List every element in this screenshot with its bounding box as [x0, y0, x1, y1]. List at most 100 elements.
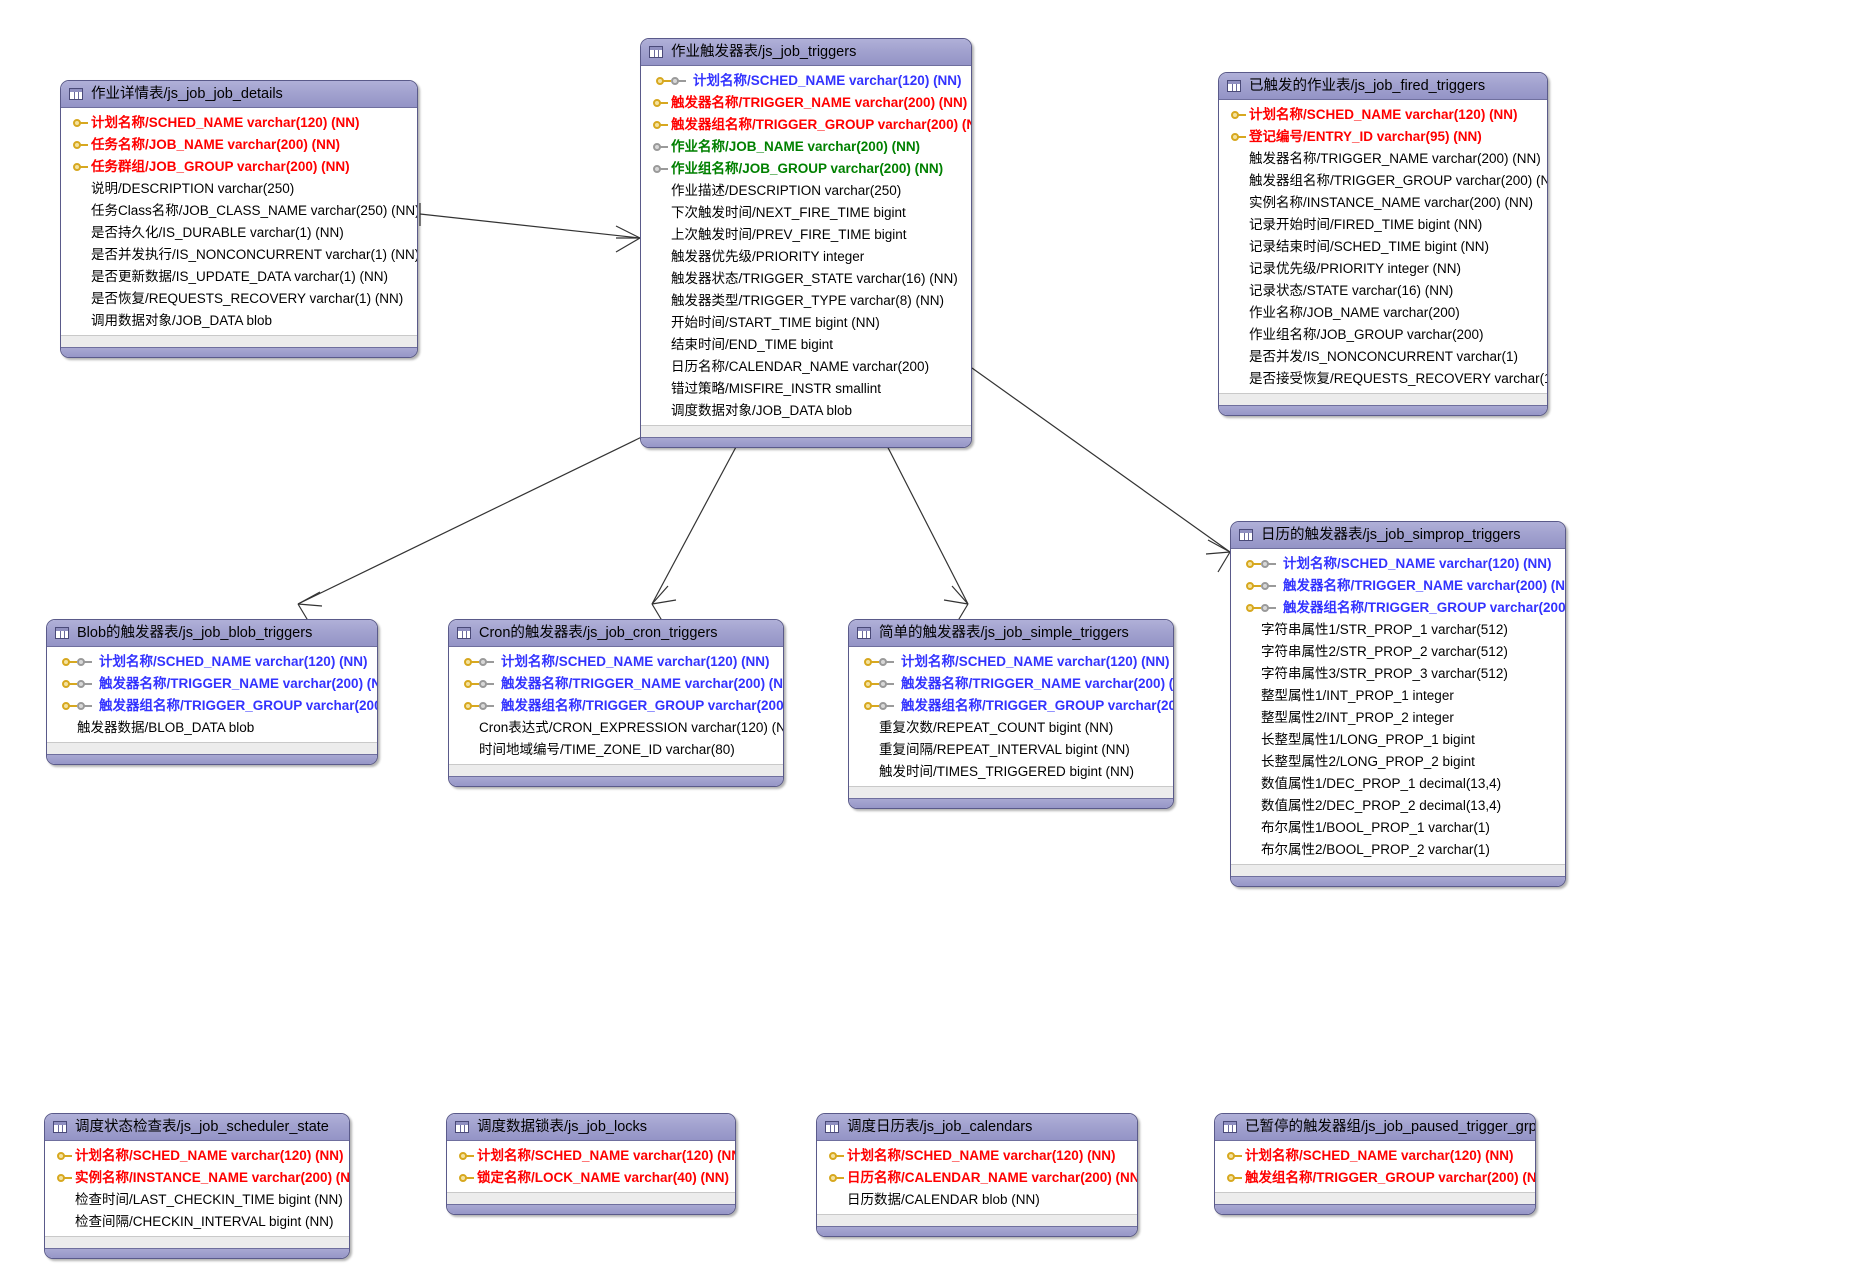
attribute-row[interactable]: 触发器名称/TRIGGER_NAME varchar(200) (NN) — [449, 673, 783, 695]
attribute-row[interactable]: 计划名称/SCHED_NAME varchar(120) (NN) — [849, 651, 1173, 673]
attribute-row[interactable]: 记录优先级/PRIORITY integer (NN) — [1219, 258, 1547, 280]
attribute-row[interactable]: 实例名称/INSTANCE_NAME varchar(200) (NN) — [45, 1167, 349, 1189]
attribute-row[interactable]: 计划名称/SCHED_NAME varchar(120) (NN) — [1215, 1145, 1535, 1167]
attribute-row[interactable]: 触发组名称/TRIGGER_GROUP varchar(200) (NN) — [1215, 1167, 1535, 1189]
attribute-row[interactable]: 触发器数据/BLOB_DATA blob — [47, 717, 377, 739]
attribute-row[interactable]: 实例名称/INSTANCE_NAME varchar(200) (NN) — [1219, 192, 1547, 214]
entity-cron_triggers[interactable]: Cron的触发器表/js_job_cron_triggers 计划名称/SCHED… — [448, 619, 784, 787]
attribute-row[interactable]: 记录结束时间/SCHED_TIME bigint (NN) — [1219, 236, 1547, 258]
entity-fired_triggers[interactable]: 已触发的作业表/js_job_fired_triggers 计划名称/SCHED_… — [1218, 72, 1548, 416]
attribute-row[interactable]: 触发器组名称/TRIGGER_GROUP varchar(200) (NN) — [449, 695, 783, 717]
attribute-row[interactable]: 结束时间/END_TIME bigint — [641, 334, 971, 356]
attribute-row[interactable]: 是否并发/IS_NONCONCURRENT varchar(1) — [1219, 346, 1547, 368]
attribute-row[interactable]: 字符串属性2/STR_PROP_2 varchar(512) — [1231, 641, 1565, 663]
attribute-row[interactable]: 作业组名称/JOB_GROUP varchar(200) — [1219, 324, 1547, 346]
attribute-row[interactable]: 计划名称/SCHED_NAME varchar(120) (NN) — [817, 1145, 1137, 1167]
attribute-row[interactable]: 是否更新数据/IS_UPDATE_DATA varchar(1) (NN) — [61, 266, 417, 288]
attribute-row[interactable]: 下次触发时间/NEXT_FIRE_TIME bigint — [641, 202, 971, 224]
attribute-row[interactable]: 触发时间/TIMES_TRIGGERED bigint (NN) — [849, 761, 1173, 783]
attribute-row[interactable]: 日历名称/CALENDAR_NAME varchar(200) (NN) — [817, 1167, 1137, 1189]
attribute-row[interactable]: 作业组名称/JOB_GROUP varchar(200) (NN) — [641, 158, 971, 180]
entity-header-blob_triggers[interactable]: Blob的触发器表/js_job_blob_triggers — [47, 620, 377, 647]
attribute-row[interactable]: 数值属性1/DEC_PROP_1 decimal(13,4) — [1231, 773, 1565, 795]
entity-locks[interactable]: 调度数据锁表/js_job_locks 计划名称/SCHED_NAME varch… — [446, 1113, 736, 1215]
attribute-row[interactable]: 计划名称/SCHED_NAME varchar(120) (NN) — [47, 651, 377, 673]
attribute-row[interactable]: 开始时间/START_TIME bigint (NN) — [641, 312, 971, 334]
entity-header-job_details[interactable]: 作业详情表/js_job_job_details — [61, 81, 417, 108]
entity-simprop_triggers[interactable]: 日历的触发器表/js_job_simprop_triggers 计划名称/SCHE… — [1230, 521, 1566, 887]
attribute-row[interactable]: 长整型属性2/LONG_PROP_2 bigint — [1231, 751, 1565, 773]
attribute-row[interactable]: 日历数据/CALENDAR blob (NN) — [817, 1189, 1137, 1211]
attribute-row[interactable]: 布尔属性1/BOOL_PROP_1 varchar(1) — [1231, 817, 1565, 839]
attribute-row[interactable]: 计划名称/SCHED_NAME varchar(120) (NN) — [641, 70, 971, 92]
attribute-row[interactable]: 作业描述/DESCRIPTION varchar(250) — [641, 180, 971, 202]
attribute-row[interactable]: 任务Class名称/JOB_CLASS_NAME varchar(250) (N… — [61, 200, 417, 222]
attribute-row[interactable]: 记录开始时间/FIRED_TIME bigint (NN) — [1219, 214, 1547, 236]
attribute-row[interactable]: 触发器类型/TRIGGER_TYPE varchar(8) (NN) — [641, 290, 971, 312]
attribute-row[interactable]: 重复次数/REPEAT_COUNT bigint (NN) — [849, 717, 1173, 739]
attribute-row[interactable]: 时间地域编号/TIME_ZONE_ID varchar(80) — [449, 739, 783, 761]
entity-job_details[interactable]: 作业详情表/js_job_job_details 计划名称/SCHED_NAME … — [60, 80, 418, 358]
entity-paused_trigger_grps[interactable]: 已暂停的触发器组/js_job_paused_trigger_grps 计划名称/… — [1214, 1113, 1536, 1215]
attribute-row[interactable]: 上次触发时间/PREV_FIRE_TIME bigint — [641, 224, 971, 246]
entity-header-cron_triggers[interactable]: Cron的触发器表/js_job_cron_triggers — [449, 620, 783, 647]
entity-scheduler_state[interactable]: 调度状态检查表/js_job_scheduler_state 计划名称/SCHED… — [44, 1113, 350, 1259]
entity-simple_triggers[interactable]: 简单的触发器表/js_job_simple_triggers 计划名称/SCHED… — [848, 619, 1174, 809]
attribute-row[interactable]: 长整型属性1/LONG_PROP_1 bigint — [1231, 729, 1565, 751]
entity-blob_triggers[interactable]: Blob的触发器表/js_job_blob_triggers 计划名称/SCHED… — [46, 619, 378, 765]
entity-header-simple_triggers[interactable]: 简单的触发器表/js_job_simple_triggers — [849, 620, 1173, 647]
attribute-row[interactable]: 日历名称/CALENDAR_NAME varchar(200) — [641, 356, 971, 378]
attribute-row[interactable]: 触发器组名称/TRIGGER_GROUP varchar(200) (NN) — [849, 695, 1173, 717]
attribute-row[interactable]: 触发器组名称/TRIGGER_GROUP varchar(200) (NN) — [47, 695, 377, 717]
attribute-row[interactable]: 布尔属性2/BOOL_PROP_2 varchar(1) — [1231, 839, 1565, 861]
attribute-row[interactable]: 检查间隔/CHECKIN_INTERVAL bigint (NN) — [45, 1211, 349, 1233]
attribute-row[interactable]: 触发器名称/TRIGGER_NAME varchar(200) (NN) — [47, 673, 377, 695]
attribute-row[interactable]: 触发器组名称/TRIGGER_GROUP varchar(200) (NN) — [641, 114, 971, 136]
attribute-row[interactable]: 整型属性2/INT_PROP_2 integer — [1231, 707, 1565, 729]
attribute-row[interactable]: 触发器状态/TRIGGER_STATE varchar(16) (NN) — [641, 268, 971, 290]
attribute-row[interactable]: 触发器名称/TRIGGER_NAME varchar(200) (NN) — [641, 92, 971, 114]
attribute-row[interactable]: 触发器名称/TRIGGER_NAME varchar(200) (NN) — [849, 673, 1173, 695]
attribute-row[interactable]: 触发器名称/TRIGGER_NAME varchar(200) (NN) — [1219, 148, 1547, 170]
entity-header-scheduler_state[interactable]: 调度状态检查表/js_job_scheduler_state — [45, 1114, 349, 1141]
attribute-row[interactable]: 触发器组名称/TRIGGER_GROUP varchar(200) (NN) — [1231, 597, 1565, 619]
attribute-row[interactable]: 计划名称/SCHED_NAME varchar(120) (NN) — [1231, 553, 1565, 575]
entity-calendars[interactable]: 调度日历表/js_job_calendars 计划名称/SCHED_NAME va… — [816, 1113, 1138, 1237]
attribute-row[interactable]: 是否接受恢复/REQUESTS_RECOVERY varchar(1) — [1219, 368, 1547, 390]
attribute-row[interactable]: 计划名称/SCHED_NAME varchar(120) (NN) — [1219, 104, 1547, 126]
attribute-row[interactable]: Cron表达式/CRON_EXPRESSION varchar(120) (NN… — [449, 717, 783, 739]
attribute-row[interactable]: 作业名称/JOB_NAME varchar(200) — [1219, 302, 1547, 324]
attribute-row[interactable]: 任务名称/JOB_NAME varchar(200) (NN) — [61, 134, 417, 156]
attribute-row[interactable]: 是否并发执行/IS_NONCONCURRENT varchar(1) (NN) — [61, 244, 417, 266]
attribute-row[interactable]: 计划名称/SCHED_NAME varchar(120) (NN) — [45, 1145, 349, 1167]
attribute-row[interactable]: 记录状态/STATE varchar(16) (NN) — [1219, 280, 1547, 302]
attribute-row[interactable]: 数值属性2/DEC_PROP_2 decimal(13,4) — [1231, 795, 1565, 817]
attribute-row[interactable]: 错过策略/MISFIRE_INSTR smallint — [641, 378, 971, 400]
attribute-row[interactable]: 触发器优先级/PRIORITY integer — [641, 246, 971, 268]
attribute-row[interactable]: 触发器组名称/TRIGGER_GROUP varchar(200) (NN) — [1219, 170, 1547, 192]
attribute-row[interactable]: 计划名称/SCHED_NAME varchar(120) (NN) — [61, 112, 417, 134]
attribute-row[interactable]: 整型属性1/INT_PROP_1 integer — [1231, 685, 1565, 707]
attribute-row[interactable]: 调用数据对象/JOB_DATA blob — [61, 310, 417, 332]
entity-header-calendars[interactable]: 调度日历表/js_job_calendars — [817, 1114, 1137, 1141]
entity-header-job_triggers[interactable]: 作业触发器表/js_job_triggers — [641, 39, 971, 66]
attribute-row[interactable]: 调度数据对象/JOB_DATA blob — [641, 400, 971, 422]
attribute-row[interactable]: 登记编号/ENTRY_ID varchar(95) (NN) — [1219, 126, 1547, 148]
attribute-row[interactable]: 锁定名称/LOCK_NAME varchar(40) (NN) — [447, 1167, 735, 1189]
attribute-row[interactable]: 是否恢复/REQUESTS_RECOVERY varchar(1) (NN) — [61, 288, 417, 310]
attribute-row[interactable]: 作业名称/JOB_NAME varchar(200) (NN) — [641, 136, 971, 158]
entity-job_triggers[interactable]: 作业触发器表/js_job_triggers 计划名称/SCHED_NAME va… — [640, 38, 972, 448]
attribute-row[interactable]: 计划名称/SCHED_NAME varchar(120) (NN) — [447, 1145, 735, 1167]
entity-header-locks[interactable]: 调度数据锁表/js_job_locks — [447, 1114, 735, 1141]
entity-header-paused_trigger_grps[interactable]: 已暂停的触发器组/js_job_paused_trigger_grps — [1215, 1114, 1535, 1141]
entity-header-simprop_triggers[interactable]: 日历的触发器表/js_job_simprop_triggers — [1231, 522, 1565, 549]
entity-header-fired_triggers[interactable]: 已触发的作业表/js_job_fired_triggers — [1219, 73, 1547, 100]
attribute-row[interactable]: 重复间隔/REPEAT_INTERVAL bigint (NN) — [849, 739, 1173, 761]
attribute-row[interactable]: 说明/DESCRIPTION varchar(250) — [61, 178, 417, 200]
attribute-row[interactable]: 任务群组/JOB_GROUP varchar(200) (NN) — [61, 156, 417, 178]
attribute-row[interactable]: 字符串属性3/STR_PROP_3 varchar(512) — [1231, 663, 1565, 685]
attribute-row[interactable]: 检查时间/LAST_CHECKIN_TIME bigint (NN) — [45, 1189, 349, 1211]
attribute-row[interactable]: 触发器名称/TRIGGER_NAME varchar(200) (NN) — [1231, 575, 1565, 597]
attribute-row[interactable]: 计划名称/SCHED_NAME varchar(120) (NN) — [449, 651, 783, 673]
attribute-row[interactable]: 字符串属性1/STR_PROP_1 varchar(512) — [1231, 619, 1565, 641]
